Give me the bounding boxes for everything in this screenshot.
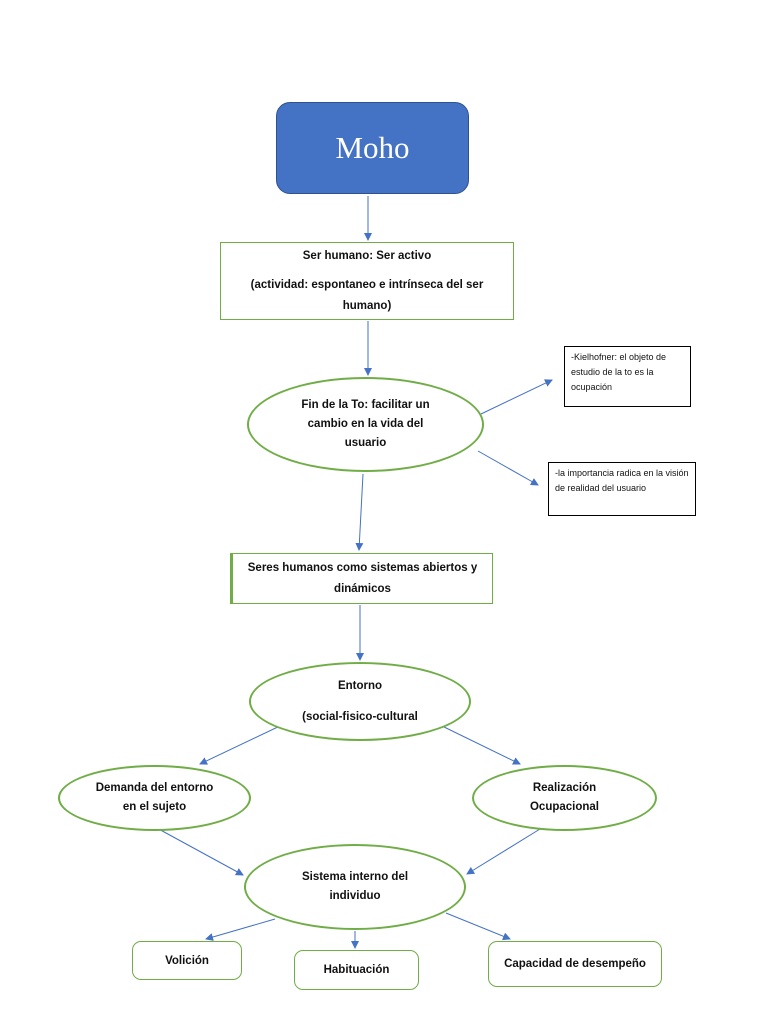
arrow-entorno-to-demanda xyxy=(199,724,283,765)
ser-humano-line2: (actividad: espontaneo e intrínseca del … xyxy=(250,278,484,312)
ser-humano-line1: Ser humano: Ser activo xyxy=(302,249,432,262)
arrow-fin-to-to-kielhofner xyxy=(480,379,553,415)
node-demanda: Demanda del entorno en el sujeto xyxy=(58,765,251,831)
arrow-fin-to-to-sistemas xyxy=(355,473,364,551)
entorno-line2: (social-fisico-cultural xyxy=(302,710,418,723)
node-realizacion: Realización Ocupacional xyxy=(472,765,657,831)
node-habituacion: Habituación xyxy=(294,950,419,990)
demanda-text: Demanda del entorno en el sujeto xyxy=(95,782,214,813)
title-node-moho: Moho xyxy=(276,102,469,194)
arrow-fin-to-to-importancia xyxy=(477,450,539,486)
arrow-demanda-to-sistema-interno xyxy=(154,826,244,876)
note-kielhofner-text: -Kielhofner: el objeto de estudio de la … xyxy=(571,352,667,392)
node-capacidad: Capacidad de desempeño xyxy=(488,941,662,987)
title-text: Moho xyxy=(335,130,410,165)
sistema-interno-text: Sistema interno del individuo xyxy=(301,871,409,902)
node-sistemas: Seres humanos como sistemas abiertos y d… xyxy=(230,553,493,604)
node-entorno: Entorno (social-fisico-cultural xyxy=(249,662,471,741)
node-fin-to: Fin de la To: facilitar un cambio en la … xyxy=(247,377,484,472)
note-kielhofner: -Kielhofner: el objeto de estudio de la … xyxy=(564,346,691,407)
volicion-text: Volición xyxy=(165,954,209,967)
fin-to-text: Fin de la To: facilitar un cambio en la … xyxy=(301,399,430,449)
node-sistema-interno: Sistema interno del individuo xyxy=(244,844,466,930)
capacidad-text: Capacidad de desempeño xyxy=(504,958,646,970)
sistemas-text: Seres humanos como sistemas abiertos y d… xyxy=(247,561,478,595)
realizacion-text: Realización Ocupacional xyxy=(529,782,600,813)
node-volicion: Volición xyxy=(132,941,242,980)
habituacion-text: Habituación xyxy=(323,964,390,976)
arrow-realizacion-to-sistema-interno xyxy=(466,828,541,875)
arrow-sistema-interno-to-capacidad xyxy=(445,912,511,941)
note-importancia-text: -la importancia radica en la visión de r… xyxy=(555,468,689,493)
arrow-entorno-to-realizacion xyxy=(439,724,521,765)
note-importancia: -la importancia radica en la visión de r… xyxy=(548,462,696,516)
entorno-line1: Entorno xyxy=(337,679,383,692)
node-ser-humano: Ser humano: Ser activo (actividad: espon… xyxy=(220,242,514,320)
arrow-sistema-interno-to-volicion xyxy=(205,918,276,941)
